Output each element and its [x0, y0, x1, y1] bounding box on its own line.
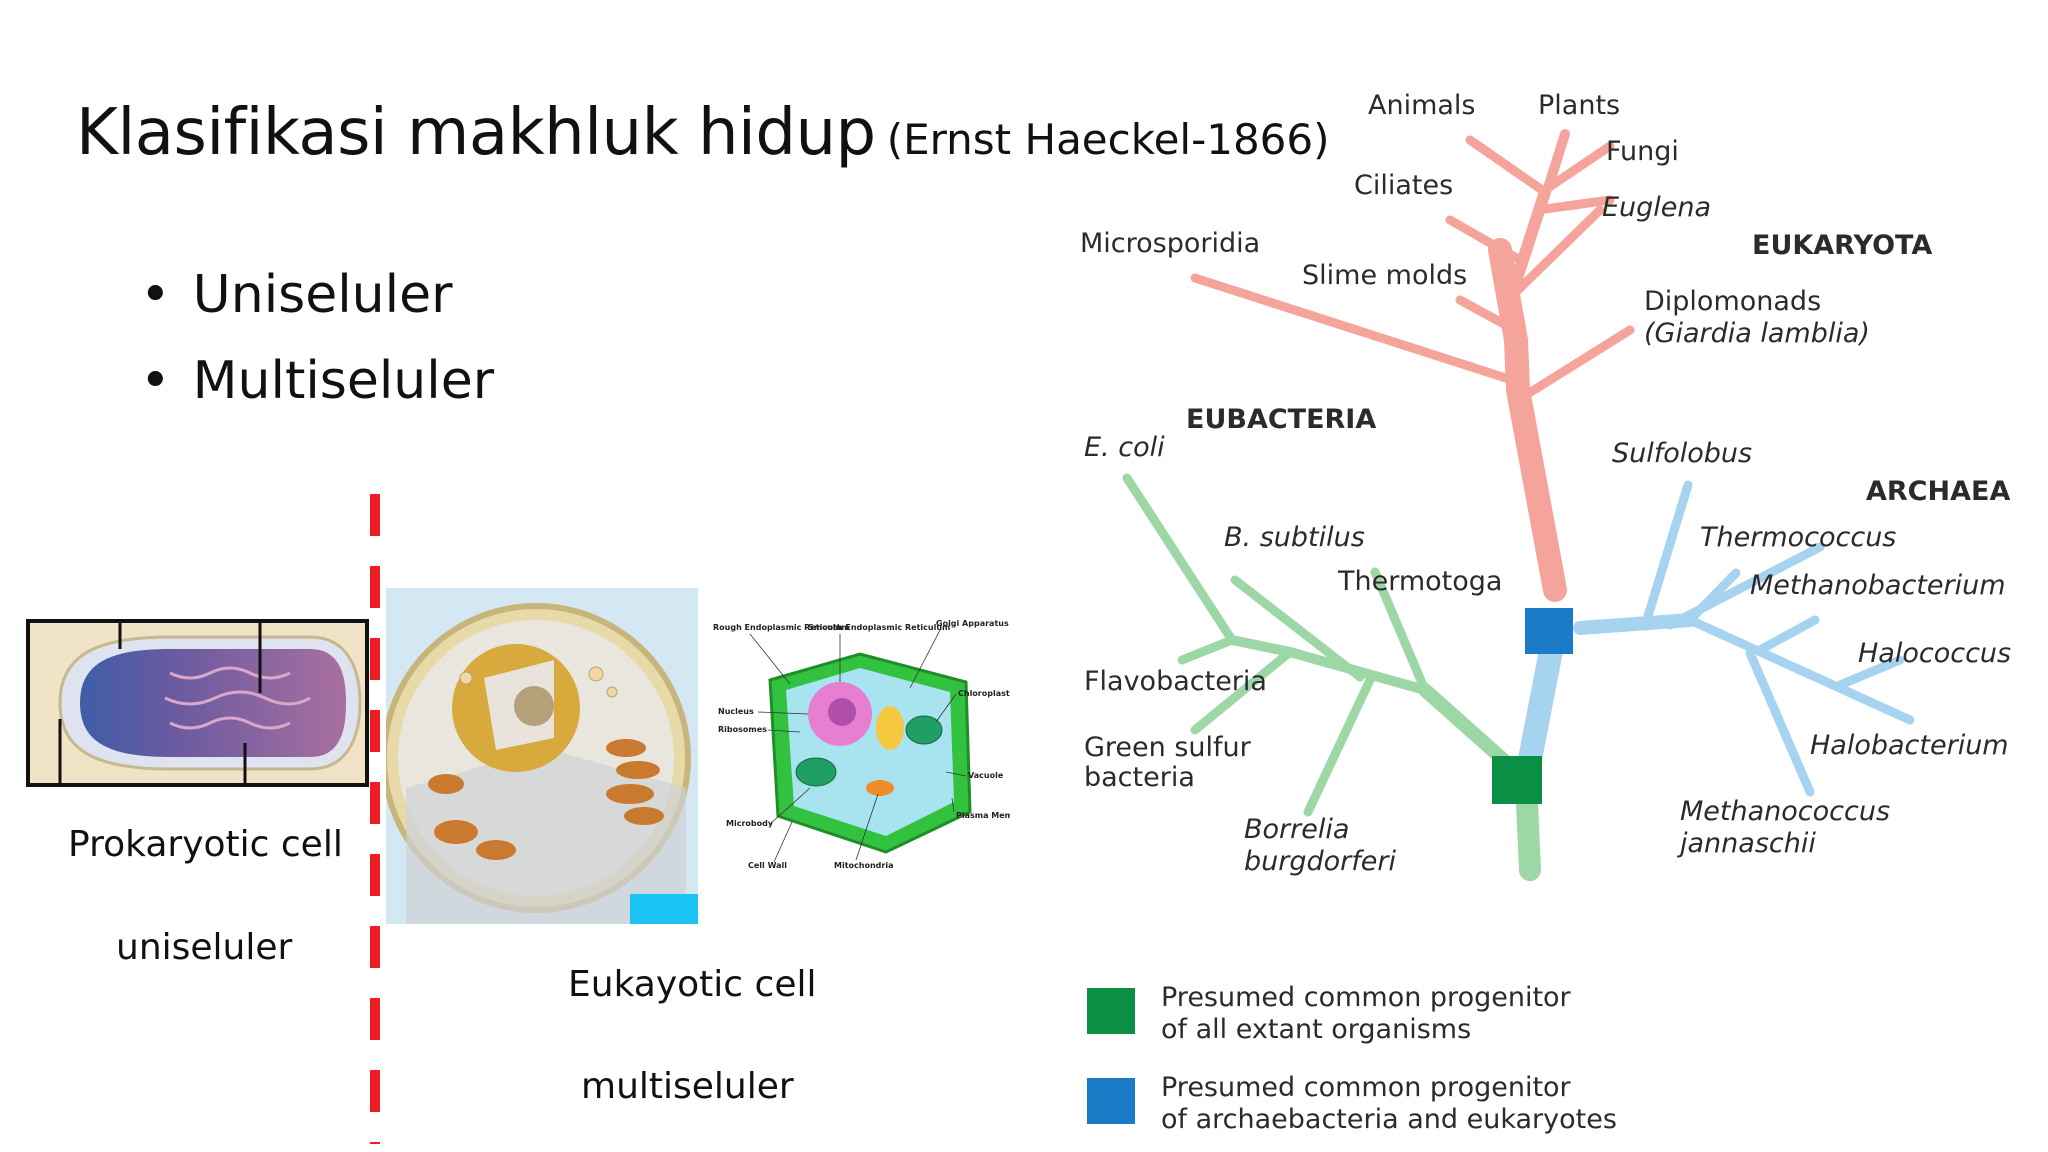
red-dashed-divider: [370, 494, 380, 1144]
domain-label-archaea: ARCHAEA: [1866, 476, 2011, 507]
domain-label-eukaryota: EUKARYOTA: [1752, 230, 1933, 261]
bullet-multiseluler: Multiseluler: [140, 338, 494, 424]
tree-label-thermotoga: Thermotoga: [1338, 566, 1503, 597]
label-vacuole: Vacuole: [968, 771, 1004, 780]
legend-text-archaea-eukaryotes: Presumed common progenitor of archaebact…: [1161, 1072, 1617, 1135]
label-rough-er: Rough Endoplasmic Reticulum: [713, 623, 850, 632]
tree-label-b-subtilus: B. subtilus: [1224, 522, 1365, 553]
tree-label-burgdorferi: burgdorferi: [1244, 846, 1396, 877]
prokaryotic-cell-caption: Prokaryotic cell: [68, 824, 343, 865]
tree-label-green-sulfur: Green sulfur: [1084, 732, 1251, 763]
tree-label-thermococcus: Thermococcus: [1700, 522, 1897, 553]
label-plasma-membrane: Plasma Membrane: [956, 811, 1010, 820]
tree-label-giardia: (Giardia lamblia): [1644, 318, 1870, 349]
tree-label-halococcus: Halococcus: [1858, 638, 2012, 669]
tree-label-jannaschii: jannaschii: [1680, 828, 1816, 859]
tree-label-plants: Plants: [1538, 90, 1621, 121]
tree-label-e-coli: E. coli: [1084, 432, 1165, 463]
archaea-eukarya-progenitor-marker: [1525, 608, 1573, 654]
bullet-list: Uniseluler Multiseluler: [140, 252, 494, 424]
label-microbody: Microbody: [726, 819, 774, 828]
label-mitochondria: Mitochondria: [834, 861, 893, 870]
tree-label-animals: Animals: [1368, 90, 1476, 121]
legend-swatch-all-organisms: [1087, 988, 1135, 1034]
tree-label-microsporidia: Microsporidia: [1080, 228, 1261, 259]
prokaryotic-cell-image: [26, 619, 369, 787]
tree-label-borrelia: Borrelia: [1244, 814, 1350, 845]
label-nucleus: Nucleus: [718, 707, 754, 716]
tree-label-euglena: Euglena: [1602, 192, 1712, 223]
bullet-uniseluler: Uniseluler: [140, 252, 494, 338]
label-cell-wall: Cell Wall: [748, 861, 787, 870]
title-main: Klasifikasi makhluk hidup: [76, 96, 876, 170]
plant-cell-diagram: Rough Endoplasmic Reticulum Smooth Endop…: [710, 612, 1040, 884]
slide-title: Klasifikasi makhluk hidup (Ernst Haeckel…: [76, 96, 1330, 170]
tree-label-methanococcus: Methanococcus: [1680, 796, 1891, 827]
domain-label-eubacteria: EUBACTERIA: [1186, 404, 1377, 435]
tree-label-diplomonads: Diplomonads: [1644, 286, 1822, 317]
eukaryotic-cell-image: [386, 588, 698, 924]
tree-label-bacteria: bacteria: [1084, 762, 1195, 793]
label-chloroplast: Chloroplast: [958, 689, 1010, 698]
eukaryote-type-label: multiseluler: [581, 1066, 794, 1107]
tree-label-ciliates: Ciliates: [1354, 170, 1454, 201]
tree-label-fungi: Fungi: [1606, 136, 1679, 167]
title-subtitle: (Ernst Haeckel-1866): [886, 115, 1330, 164]
phylogenetic-tree: Animals Plants Fungi Ciliates Euglena Mi…: [1060, 80, 2020, 1130]
tree-label-sulfolobus: Sulfolobus: [1612, 438, 1753, 469]
tree-label-flavobacteria: Flavobacteria: [1084, 666, 1267, 697]
prokaryote-type-label: uniseluler: [116, 927, 293, 968]
tree-label-slime-molds: Slime molds: [1302, 260, 1468, 291]
eukaryotic-cell-caption: Eukayotic cell: [568, 964, 817, 1005]
label-golgi: Golgi Apparatus: [936, 619, 1009, 628]
legend-swatch-archaea-eukaryotes: [1087, 1078, 1135, 1124]
label-ribosomes: Ribosomes: [718, 725, 767, 734]
tree-label-methanobacterium: Methanobacterium: [1750, 570, 2006, 601]
universal-progenitor-marker: [1492, 756, 1542, 804]
label-smooth-er: Smooth Endoplasmic Reticulum: [808, 623, 950, 632]
legend-text-all-organisms: Presumed common progenitor of all extant…: [1161, 982, 1571, 1045]
tree-label-halobacterium: Halobacterium: [1810, 730, 2009, 761]
